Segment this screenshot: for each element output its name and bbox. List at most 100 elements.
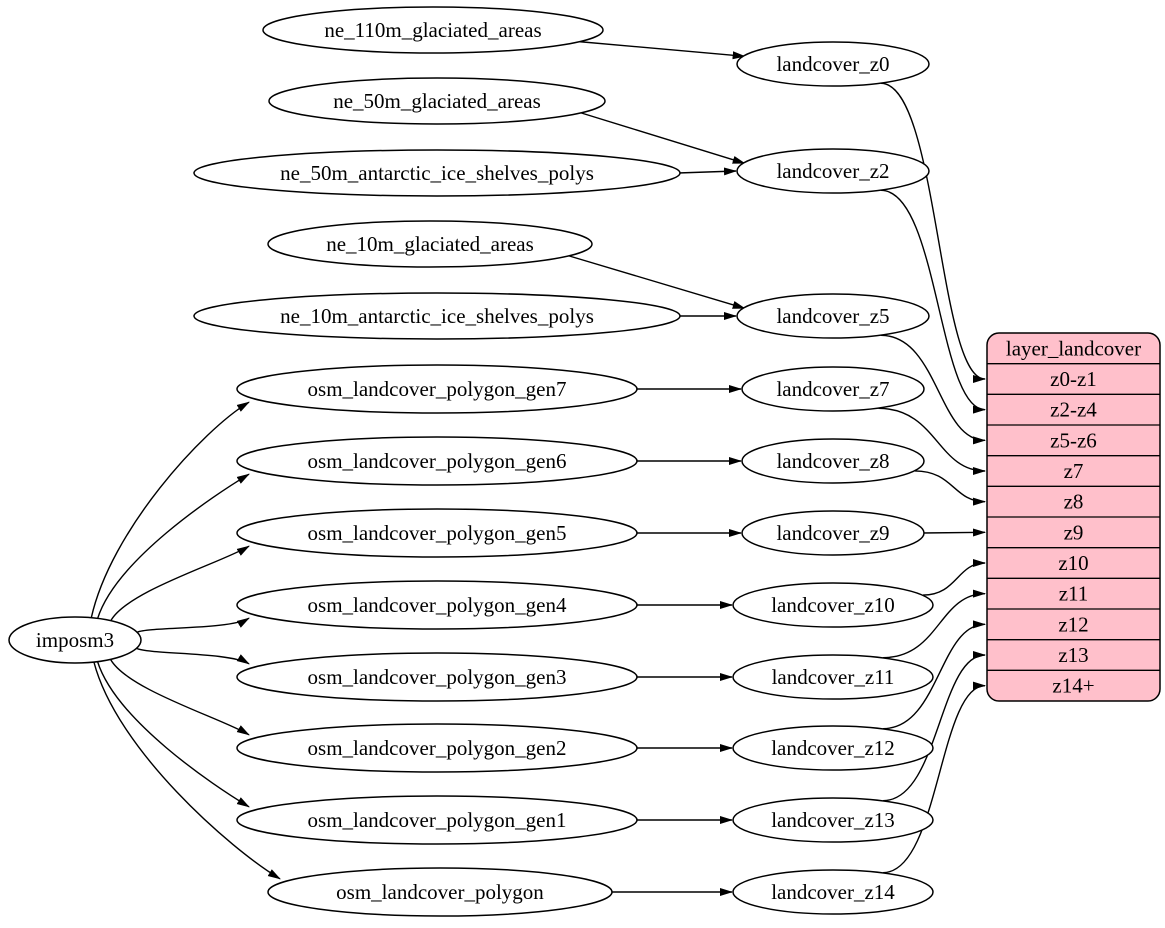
node-shape-osm_landcover_polygon_gen7: [236, 364, 638, 414]
node-landcover_z0: landcover_z0: [736, 41, 930, 87]
edge-ne_50m_antarctic_ice_shelves_polys-to-landcover_z2: [677, 167, 737, 176]
node-shape-landcover_z8: [741, 438, 925, 484]
node-label-landcover_z9: landcover_z9: [776, 521, 889, 545]
node-label-landcover_z2: landcover_z2: [776, 159, 889, 183]
table-row-z8: z8: [1064, 490, 1084, 514]
edge-landcover_z7-to-row-z7: [878, 407, 986, 475]
node-osm_landcover_polygon_gen7: osm_landcover_polygon_gen7: [236, 364, 638, 414]
node-landcover_z14: landcover_z14: [732, 869, 934, 915]
edge-landcover_z10-to-row-z10: [922, 559, 986, 596]
edge-landcover_z11-to-row-z11: [882, 589, 986, 659]
layer-table-title: layer_landcover: [1006, 336, 1141, 360]
node-ne_110m_glaciated_areas: ne_110m_glaciated_areas: [262, 6, 604, 54]
node-osm_landcover_polygon: osm_landcover_polygon: [267, 867, 613, 917]
node-shape-ne_10m_glaciated_areas: [267, 220, 593, 268]
node-shape-osm_landcover_polygon_gen5: [236, 508, 638, 558]
node-landcover_z7: landcover_z7: [741, 366, 925, 412]
node-shape-ne_110m_glaciated_areas: [262, 6, 604, 54]
node-shape-ne_50m_glaciated_areas: [268, 77, 606, 125]
node-shape-landcover_z2: [736, 148, 930, 194]
edge-imposm3-to-osm_landcover_polygon_gen7: [90, 401, 250, 618]
node-osm_landcover_polygon_gen5: osm_landcover_polygon_gen5: [236, 508, 638, 558]
node-landcover_z10: landcover_z10: [732, 582, 934, 628]
node-shape-landcover_z10: [732, 582, 934, 628]
node-shape-osm_landcover_polygon_gen6: [236, 436, 638, 486]
node-label-osm_landcover_polygon_gen1: osm_landcover_polygon_gen1: [308, 808, 567, 832]
node-landcover_z5: landcover_z5: [736, 293, 930, 339]
edge-imposm3-to-osm_landcover_polygon_gen6: [97, 473, 250, 619]
edge-imposm3-to-osm_landcover_polygon_gen5: [110, 545, 250, 622]
layer-table: layer_landcover z0-z1 z2-z4 z5-z6 z7 z8 z9 z10 z…: [986, 332, 1161, 702]
edge-imposm3-to-osm_landcover_polygon_gen4: [136, 617, 250, 633]
edge-landcover_z2-to-row-z2-z4: [880, 189, 986, 414]
edge-landcover_z14-to-row-z14+: [882, 681, 986, 874]
node-shape-osm_landcover_polygon_gen3: [236, 652, 638, 702]
edge-imposm3-to-osm_landcover_polygon_gen1: [96, 661, 250, 808]
node-shape-landcover_z13: [732, 797, 934, 843]
node-osm_landcover_polygon_gen4: osm_landcover_polygon_gen4: [236, 580, 638, 630]
node-shape-landcover_z0: [736, 41, 930, 87]
node-shape-landcover_z14: [732, 869, 934, 915]
node-landcover_z9: landcover_z9: [741, 510, 925, 556]
table-row-z9: z9: [1064, 520, 1084, 544]
node-shape-osm_landcover_polygon_gen2: [236, 723, 638, 773]
node-ne_10m_antarctic_ice_shelves_polys: ne_10m_antarctic_ice_shelves_polys: [193, 292, 681, 340]
table-row-z11: z11: [1059, 582, 1089, 606]
edge-landcover_z12-to-row-z12: [882, 620, 986, 730]
node-label-landcover_z0: landcover_z0: [776, 52, 889, 76]
node-label-osm_landcover_polygon_gen3: osm_landcover_polygon_gen3: [308, 665, 567, 689]
node-ne_50m_glaciated_areas: ne_50m_glaciated_areas: [268, 77, 606, 125]
node-osm_landcover_polygon_gen6: osm_landcover_polygon_gen6: [236, 436, 638, 486]
table-row-z5-z6: z5-z6: [1050, 428, 1097, 452]
edge-landcover_z9-to-row-z9: [921, 528, 986, 537]
node-label-landcover_z12: landcover_z12: [771, 736, 895, 760]
node-label-ne_10m_glaciated_areas: ne_10m_glaciated_areas: [326, 232, 534, 256]
edges-layer: [90, 40, 986, 896]
node-osm_landcover_polygon_gen3: osm_landcover_polygon_gen3: [236, 652, 638, 702]
node-shape-landcover_z7: [741, 366, 925, 412]
edge-landcover_z5-to-row-z5-z6: [880, 334, 986, 445]
node-osm_landcover_polygon_gen1: osm_landcover_polygon_gen1: [236, 795, 638, 845]
table-row-z13: z13: [1058, 643, 1088, 667]
node-landcover_z8: landcover_z8: [741, 438, 925, 484]
node-shape-landcover_z5: [736, 293, 930, 339]
node-label-osm_landcover_polygon: osm_landcover_polygon: [336, 880, 544, 904]
table-row-z14+: z14+: [1052, 674, 1094, 698]
node-shape-osm_landcover_polygon_gen1: [236, 795, 638, 845]
node-label-landcover_z14: landcover_z14: [771, 880, 895, 904]
node-landcover_z12: landcover_z12: [732, 725, 934, 771]
node-label-landcover_z13: landcover_z13: [771, 808, 895, 832]
node-shape-ne_50m_antarctic_ice_shelves_polys: [193, 149, 681, 197]
table-row-z7: z7: [1064, 459, 1084, 483]
node-shape-osm_landcover_polygon: [267, 867, 613, 917]
node-ne_50m_antarctic_ice_shelves_polys: ne_50m_antarctic_ice_shelves_polys: [193, 149, 681, 197]
node-landcover_z13: landcover_z13: [732, 797, 934, 843]
node-landcover_z11: landcover_z11: [732, 654, 934, 700]
node-label-ne_110m_glaciated_areas: ne_110m_glaciated_areas: [324, 18, 541, 42]
node-label-landcover_z8: landcover_z8: [776, 449, 889, 473]
node-shape-osm_landcover_polygon_gen4: [236, 580, 638, 630]
edge-imposm3-to-osm_landcover_polygon_gen3: [136, 647, 250, 665]
node-label-osm_landcover_polygon_gen7: osm_landcover_polygon_gen7: [308, 377, 567, 401]
node-shape-ne_10m_antarctic_ice_shelves_polys: [193, 292, 681, 340]
node-imposm3: imposm3: [8, 616, 142, 664]
node-label-ne_50m_antarctic_ice_shelves_polys: ne_50m_antarctic_ice_shelves_polys: [280, 161, 594, 185]
edge-ne_110m_glaciated_areas-to-landcover_z0: [577, 40, 746, 60]
table-row-z2-z4: z2-z4: [1050, 398, 1097, 422]
edge-landcover_z8-to-row-z8: [914, 470, 986, 506]
node-label-osm_landcover_polygon_gen6: osm_landcover_polygon_gen6: [308, 449, 567, 473]
node-label-landcover_z11: landcover_z11: [772, 665, 895, 689]
node-label-ne_50m_glaciated_areas: ne_50m_glaciated_areas: [333, 89, 541, 113]
edge-ne_50m_glaciated_areas-to-landcover_z2: [579, 111, 746, 164]
node-shape-landcover_z12: [732, 725, 934, 771]
node-shape-landcover_z11: [732, 654, 934, 700]
node-label-landcover_z5: landcover_z5: [776, 304, 889, 328]
node-label-imposm3: imposm3: [36, 628, 114, 652]
edge-landcover_z0-to-row-z0-z1: [880, 82, 986, 383]
node-ne_10m_glaciated_areas: ne_10m_glaciated_areas: [267, 220, 593, 268]
table-row-z0-z1: z0-z1: [1050, 367, 1097, 391]
nodes-layer: imposm3 ne_110m_glaciated_areas ne_50m_gla…: [8, 6, 934, 917]
table-row-z10: z10: [1058, 551, 1088, 575]
